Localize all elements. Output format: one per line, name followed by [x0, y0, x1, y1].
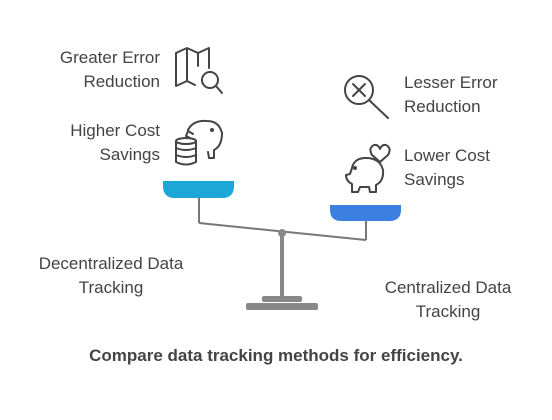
left-benefit-error-line1: Greater Error	[59, 48, 160, 67]
right-benefit-error-line2: Reduction	[404, 97, 481, 116]
right-benefit-cost-line2: Savings	[404, 170, 465, 189]
right-method-title: Centralized Data Tracking	[366, 276, 530, 324]
caption: Compare data tracking methods for effici…	[89, 346, 463, 365]
scale-base	[246, 303, 318, 310]
left-benefit-cost-line2: Savings	[99, 145, 160, 164]
right-pan	[330, 205, 401, 221]
left-benefit-error-line2: Reduction	[83, 72, 160, 91]
left-method-title-line1: Decentralized Data	[38, 254, 184, 273]
piggy-bank-heart-icon	[345, 143, 391, 193]
left-method-title: Decentralized Data Tracking	[26, 252, 196, 300]
right-benefit-error-line1: Lesser Error	[404, 73, 498, 92]
left-benefit-cost-line1: Higher Cost	[70, 121, 160, 140]
close-search-icon	[344, 75, 389, 119]
scale-pivot	[278, 229, 286, 237]
right-benefit-cost-line1: Lower Cost	[404, 146, 490, 165]
scale-base-top	[262, 296, 302, 302]
right-benefit-error: Lesser Error Reduction	[404, 71, 498, 119]
right-method-title-line1: Centralized Data	[384, 278, 512, 297]
scale-pillar	[280, 236, 284, 298]
left-pan	[163, 181, 234, 198]
right-benefit-cost: Lower Cost Savings	[404, 144, 490, 192]
map-search-icon	[175, 47, 223, 94]
left-method-title-line2: Tracking	[78, 278, 144, 297]
left-benefit-cost: Higher Cost Savings	[70, 119, 160, 167]
piggy-bank-coins-icon	[175, 119, 223, 166]
left-benefit-error: Greater Error Reduction	[60, 46, 160, 94]
right-method-title-line2: Tracking	[415, 302, 481, 321]
